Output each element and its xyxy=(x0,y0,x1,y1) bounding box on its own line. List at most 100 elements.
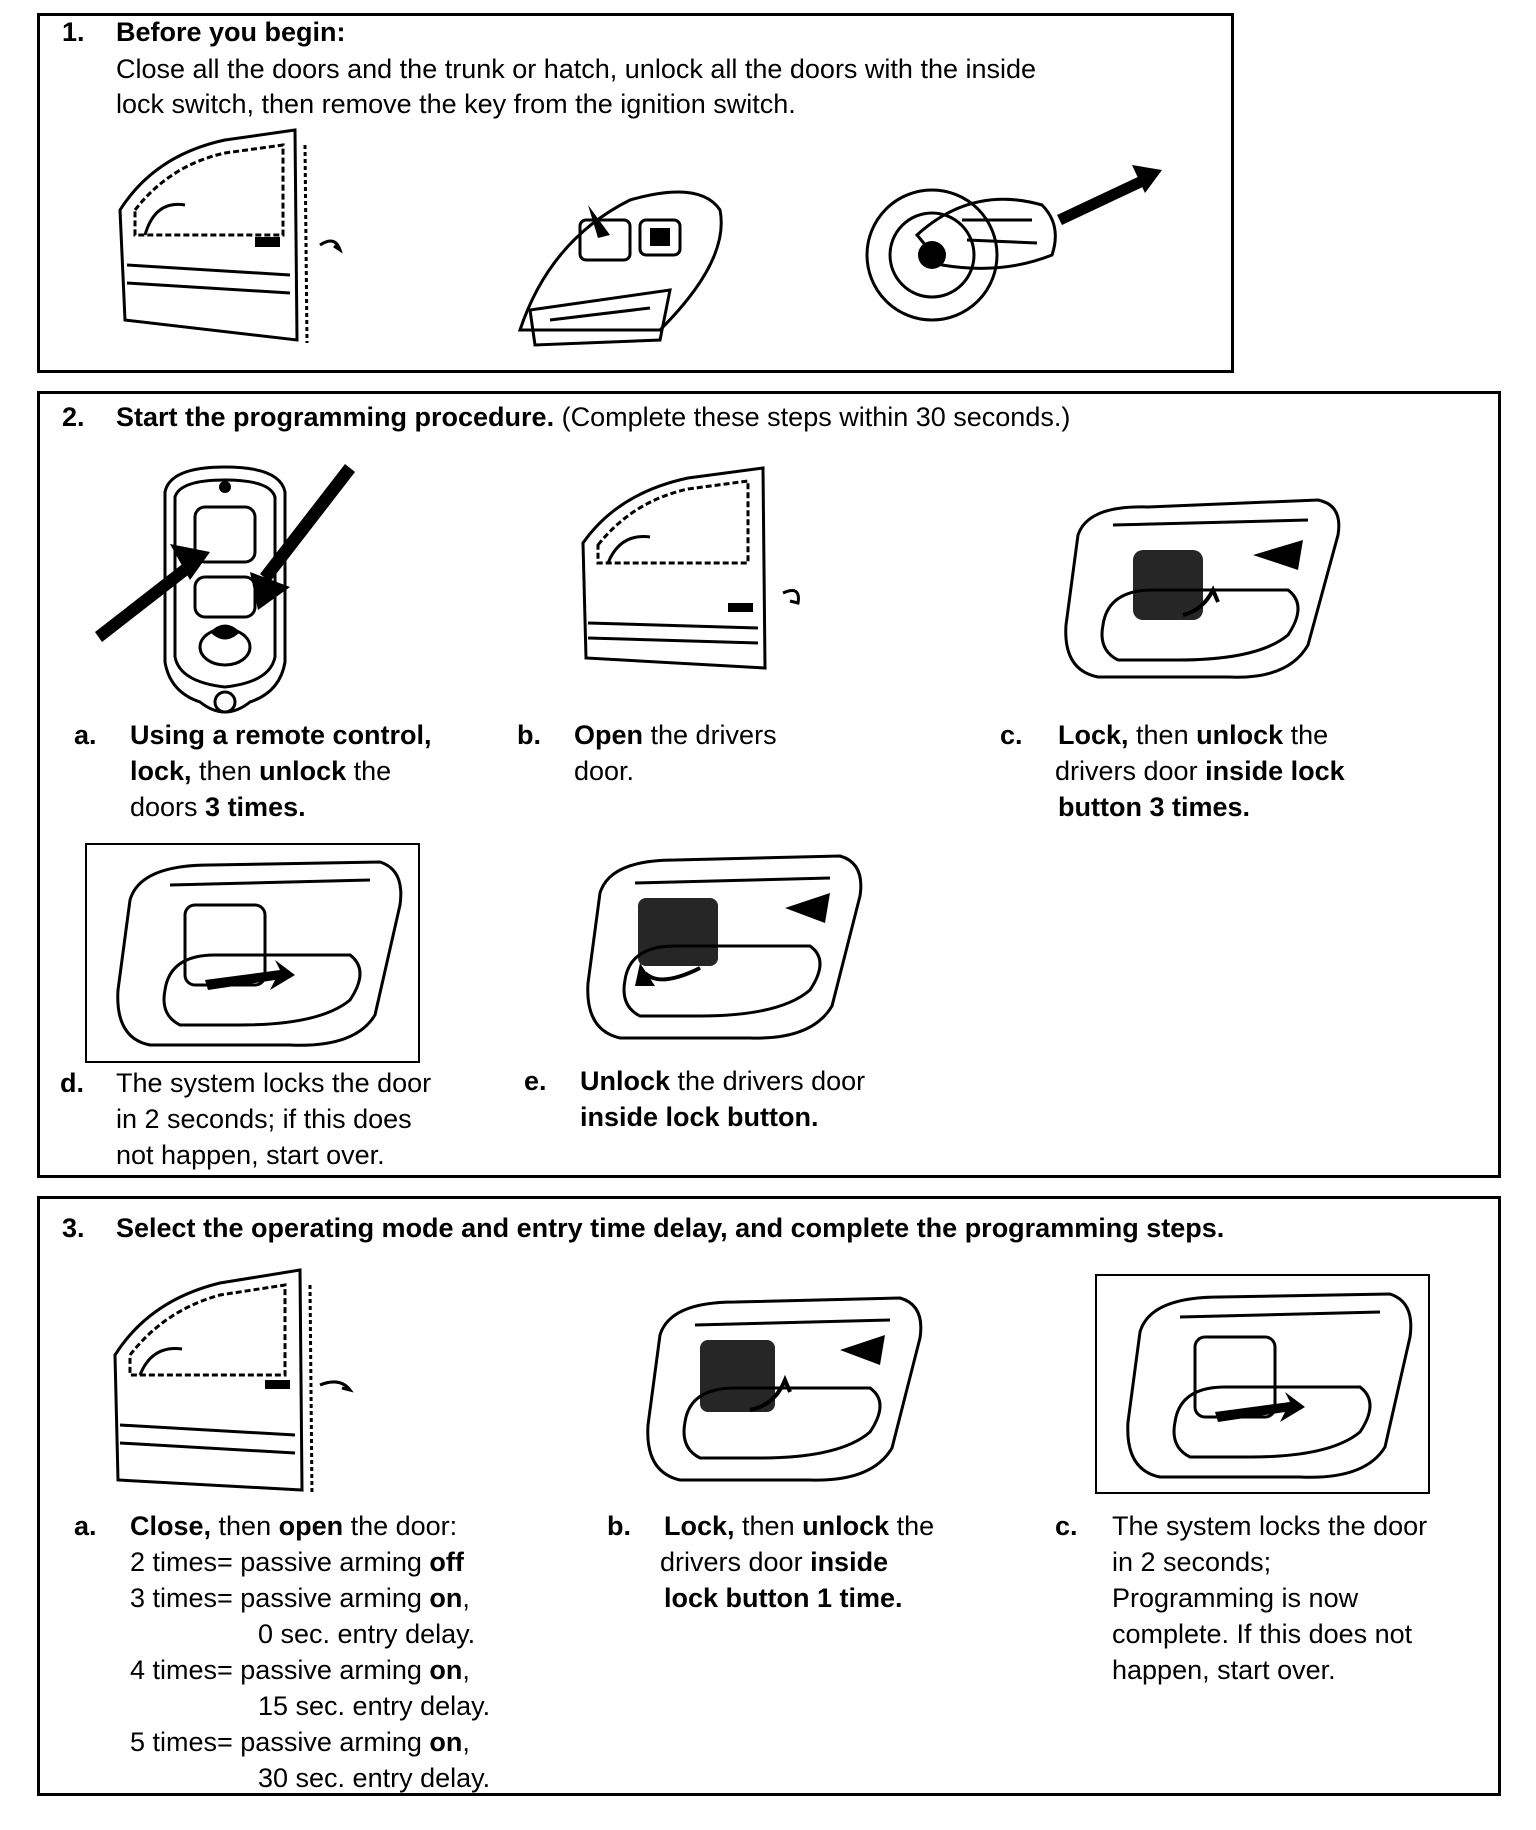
step-3a-row4-on: on xyxy=(429,1727,463,1757)
step-3b-the: the xyxy=(889,1511,935,1541)
step-2-panel xyxy=(37,391,1501,1178)
step-2a-then: then xyxy=(191,756,260,786)
step-3a-row-5-times: 5 times= passive arming on, xyxy=(130,1724,470,1760)
step-3c-line1: The system locks the door xyxy=(1112,1511,1428,1541)
step-2d-letter: d. xyxy=(60,1068,84,1098)
door-lock-handle-illustration xyxy=(110,850,410,1050)
step-3a-row-3-times: 3 times= passive arming on, xyxy=(130,1580,470,1616)
step-2a-line1: Using a remote control, xyxy=(130,720,432,750)
step-2a-doors: doors xyxy=(130,792,206,822)
step-2a-times: 3 times. xyxy=(205,792,306,822)
step-2c-line2: drivers door inside lock xyxy=(1055,753,1345,789)
step-3a-row4-delay: 30 sec. entry delay. xyxy=(258,1763,491,1793)
step-2-title-line: Start the programming procedure. (Comple… xyxy=(116,399,1070,435)
step-2b-open: Open xyxy=(574,720,644,750)
step-2c-line1: Lock, then unlock the xyxy=(1058,717,1328,753)
step-3a-row1-off: off xyxy=(429,1547,464,1577)
step-2c-inside-lock: inside lock xyxy=(1205,756,1345,786)
step-3-title: Select the operating mode and entry time… xyxy=(116,1213,1225,1243)
step-3a-the-door: the door: xyxy=(343,1511,458,1541)
step-3a-row2-comma: , xyxy=(462,1583,470,1613)
step-2e-line2: inside lock button. xyxy=(580,1102,819,1132)
step-2a-lock: lock, xyxy=(130,756,192,786)
step-2d-frame xyxy=(85,843,420,1063)
step-2a-unlock: unlock xyxy=(259,756,347,786)
step-3a-row3-comma: , xyxy=(462,1655,470,1685)
step-2c-letter: c. xyxy=(1000,720,1023,750)
step-3b-lock: Lock, xyxy=(664,1511,735,1541)
step-3a-row-2-times: 2 times= passive arming off xyxy=(130,1544,464,1580)
step-2a-the: the xyxy=(346,756,392,786)
step-3b-line2: drivers door inside xyxy=(660,1544,888,1580)
step-2d-line3: not happen, start over. xyxy=(116,1140,385,1170)
step-3b-line1: Lock, then unlock the xyxy=(664,1508,934,1544)
ignition-key-illustration xyxy=(862,165,1162,345)
unlock-handle-illustration xyxy=(580,848,870,1043)
step-3b-unlock: unlock xyxy=(802,1511,890,1541)
step-2-note: (Complete these steps within 30 seconds.… xyxy=(554,402,1071,432)
step-2d-line2: in 2 seconds; if this does xyxy=(116,1104,412,1134)
step-3a-row2-on: on xyxy=(429,1583,463,1613)
step-3a-row4-text: 5 times= passive arming xyxy=(130,1727,430,1757)
step-3b-line3: lock button 1 time. xyxy=(664,1583,903,1613)
step-1-number: 1. xyxy=(62,17,85,47)
step-3a-row-4-times: 4 times= passive arming on, xyxy=(130,1652,470,1688)
step-3-number: 3. xyxy=(62,1213,85,1243)
step-3a-row2-text: 3 times= passive arming xyxy=(130,1583,430,1613)
step-3a-open: open xyxy=(278,1511,344,1541)
step-2e-letter: e. xyxy=(524,1066,547,1096)
step-2b-line1: Open the drivers xyxy=(574,717,777,753)
step-2c-unlock: unlock xyxy=(1196,720,1284,750)
step-3-panel xyxy=(37,1196,1501,1796)
driver-door-illustration xyxy=(578,463,818,678)
step-3a-line1: Close, then open the door: xyxy=(130,1508,457,1544)
step-2c-then: then xyxy=(1128,720,1197,750)
system-locks-handle-illustration xyxy=(1120,1282,1420,1482)
step-2c-line3: button 3 times. xyxy=(1058,792,1251,822)
step-3c-line5: happen, start over. xyxy=(1112,1655,1336,1685)
step-2c-lock: Lock, xyxy=(1058,720,1129,750)
step-2b-letter: b. xyxy=(517,720,541,750)
inside-lock-handle-illustration xyxy=(1058,495,1348,685)
step-3a-row3-on: on xyxy=(429,1655,463,1685)
step-2c-the: the xyxy=(1283,720,1329,750)
step-2b-line2: door. xyxy=(574,756,635,786)
step-3a-row2-delay: 0 sec. entry delay. xyxy=(258,1619,476,1649)
step-3a-row4-comma: , xyxy=(462,1727,470,1757)
step-1-text-line1: Close all the doors and the trunk or hat… xyxy=(116,54,1037,84)
step-2-title: Start the programming procedure. xyxy=(116,402,555,432)
step-2e-line1: Unlock the drivers door xyxy=(580,1063,865,1099)
lock-unlock-handle-illustration xyxy=(640,1290,930,1485)
step-2-number: 2. xyxy=(62,402,85,432)
step-3b-letter: b. xyxy=(607,1511,631,1541)
step-3c-line4: complete. If this does not xyxy=(1112,1619,1413,1649)
step-3c-line3: Programming is now xyxy=(1112,1583,1359,1613)
step-2e-drivers-door: the drivers door xyxy=(670,1066,866,1096)
step-2a-line3: doors 3 times. xyxy=(130,789,306,825)
step-1-text-line2: lock switch, then remove the key from th… xyxy=(116,89,796,119)
door-illustration xyxy=(115,125,345,350)
step-3b-then: then xyxy=(734,1511,803,1541)
step-2a-line2: lock, then unlock the xyxy=(130,753,391,789)
step-3c-line2: in 2 seconds; xyxy=(1112,1547,1272,1577)
step-2c-drivers-door: drivers door xyxy=(1055,756,1206,786)
step-3a-letter: a. xyxy=(74,1511,97,1541)
remote-control-illustration xyxy=(95,464,355,722)
step-3a-row3-text: 4 times= passive arming xyxy=(130,1655,430,1685)
close-open-door-illustration xyxy=(110,1265,360,1500)
step-2d-line1: The system locks the door xyxy=(116,1068,432,1098)
step-3a-close: Close, xyxy=(130,1511,212,1541)
step-3a-row3-delay: 15 sec. entry delay. xyxy=(258,1691,491,1721)
step-3b-drivers-door: drivers door xyxy=(660,1547,811,1577)
step-2a-letter: a. xyxy=(74,720,97,750)
step-3a-row1-text: 2 times= passive arming xyxy=(130,1547,430,1577)
step-3c-frame xyxy=(1095,1274,1430,1494)
step-1-panel xyxy=(37,13,1234,373)
step-3a-then: then xyxy=(211,1511,279,1541)
step-3c-letter: c. xyxy=(1055,1511,1078,1541)
lock-switch-illustration xyxy=(510,180,730,350)
step-1-title: Before you begin: xyxy=(116,17,346,47)
step-2e-unlock: Unlock xyxy=(580,1066,671,1096)
step-2b-drivers: the drivers xyxy=(643,720,777,750)
step-3b-inside: inside xyxy=(810,1547,889,1577)
